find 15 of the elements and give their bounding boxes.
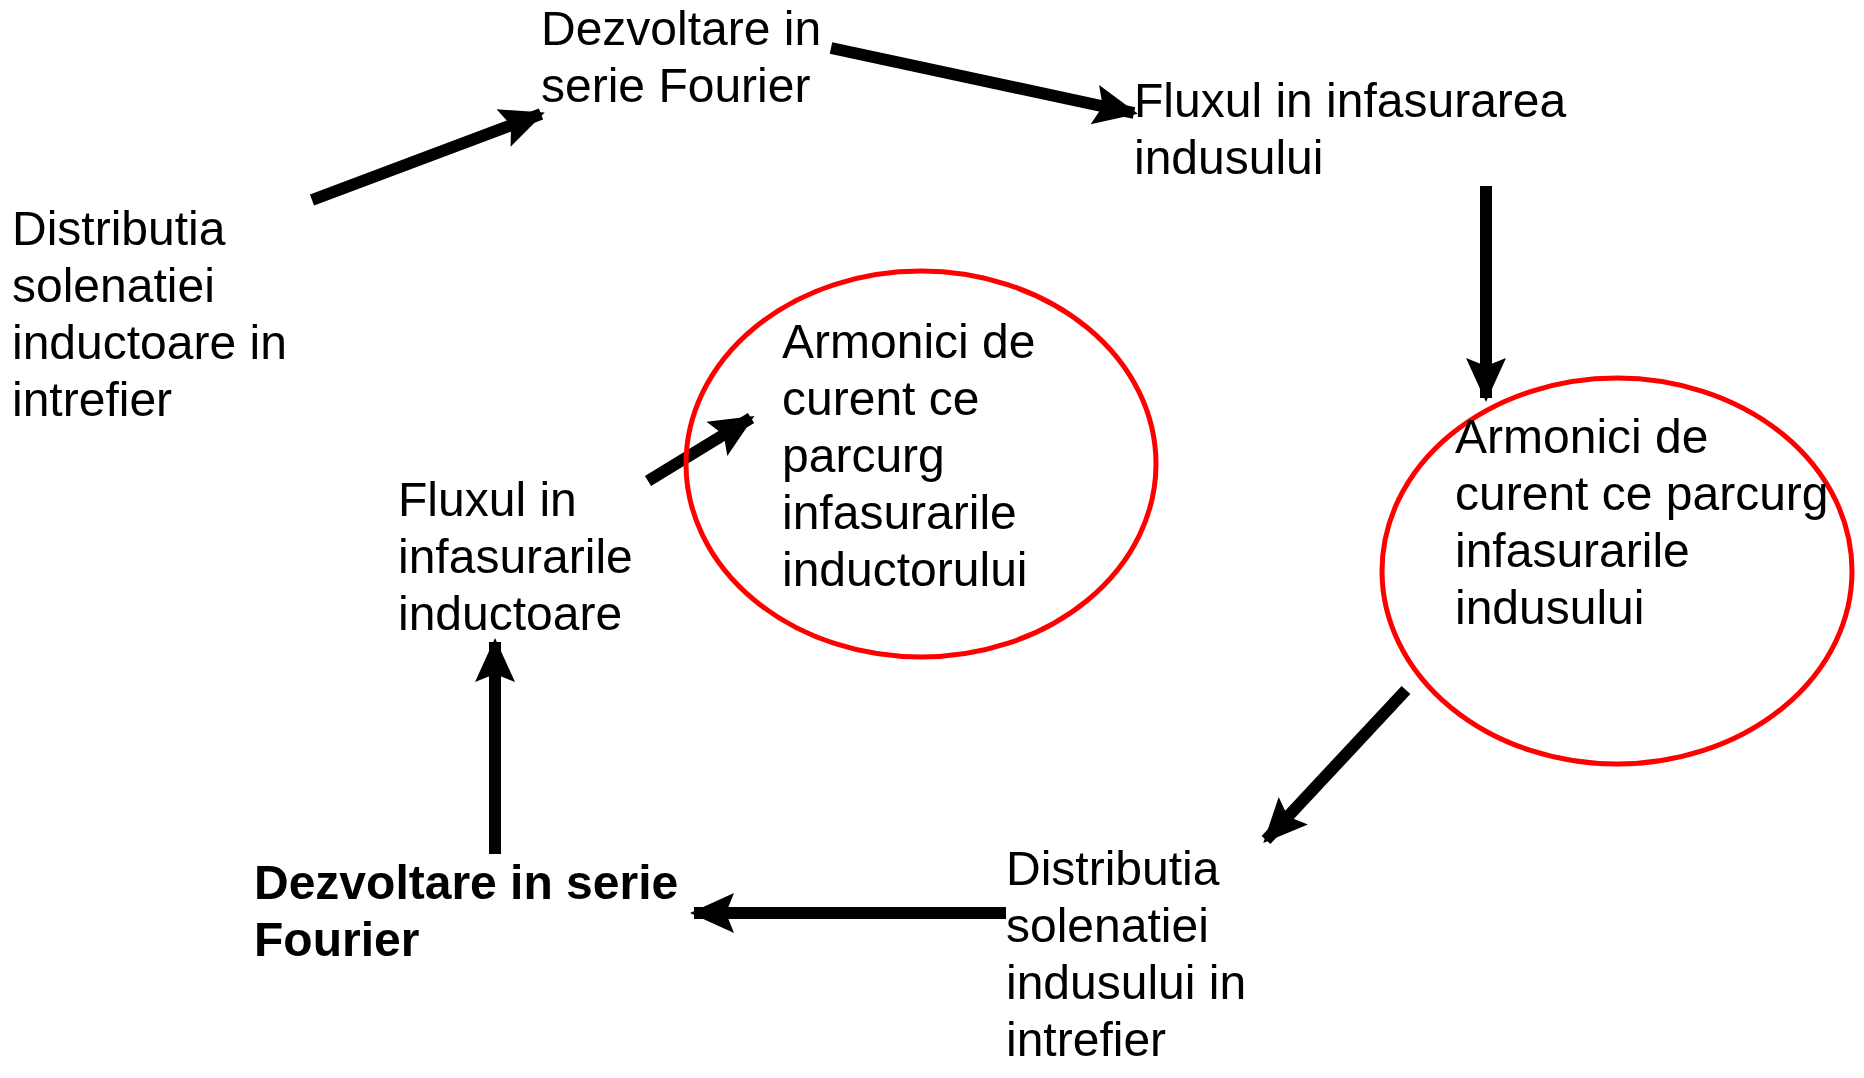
arrow (644, 412, 755, 487)
step-text: Armonici de curent ce parcurg infasurarile inductorului (782, 314, 1037, 598)
arrow (829, 42, 1138, 125)
step-text: Dezvoltare in serie Fourier (541, 1, 823, 114)
arrow (309, 108, 545, 206)
step-text: Fluxul in infasurarea indusului (1134, 73, 1568, 186)
step-text: Dezvoltare in serie Fourier (254, 855, 680, 968)
step-text: Distributia solenatiei indusului in intrefier (1006, 841, 1248, 1068)
step-text: Fluxul in infasurarile inductoare (398, 472, 634, 642)
arrow (1466, 186, 1506, 402)
step-text: Armonici de curent ce parcurg infasurarile indusului (1455, 409, 1830, 636)
arrow (690, 893, 1006, 933)
step-text: Distributia solenatiei inductoare in intrefier (12, 201, 288, 428)
arrow (475, 638, 515, 854)
arrow (1261, 685, 1411, 845)
